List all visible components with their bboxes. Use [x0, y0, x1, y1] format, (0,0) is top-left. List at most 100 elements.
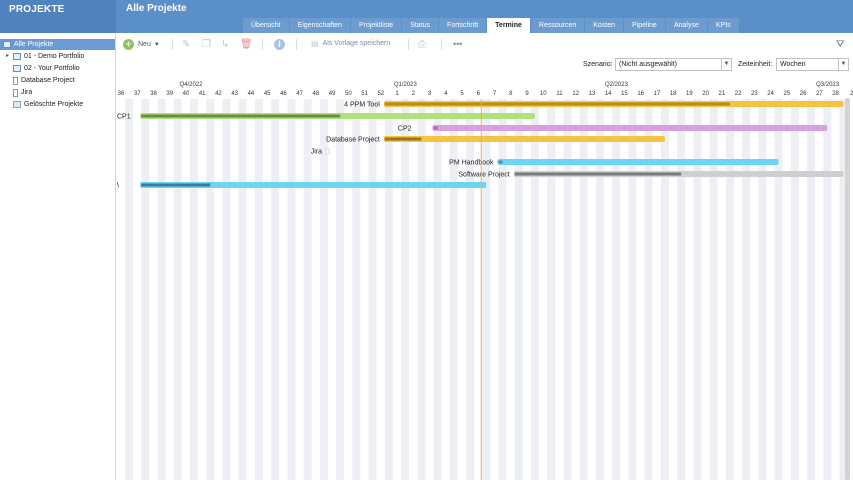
week-label: 3: [428, 91, 432, 97]
week-column: [628, 99, 637, 480]
scenario-select[interactable]: (Nicht ausgewählt) ▼: [615, 58, 732, 71]
recycle-bin-icon: [13, 101, 21, 108]
tab-ressourcen[interactable]: Ressourcen: [530, 18, 585, 33]
week-column: [742, 99, 751, 480]
move-icon[interactable]: ↳: [221, 39, 230, 50]
tab--bersicht[interactable]: Übersicht: [243, 18, 289, 33]
week-label: 36: [118, 91, 125, 97]
week-column: [189, 99, 198, 480]
edit-icon[interactable]: ✎: [182, 39, 191, 50]
week-label: 2: [412, 91, 416, 97]
chevron-down-icon: ▼: [721, 59, 731, 70]
progress-bar: [141, 114, 341, 118]
week-column: [498, 99, 507, 480]
week-label: 24: [767, 91, 774, 97]
tab-kosten[interactable]: Kosten: [585, 18, 624, 33]
info-button[interactable]: i: [274, 39, 285, 50]
project-bar: [497, 159, 779, 165]
week-label: 47: [296, 91, 303, 97]
tree-item-label: Alle Projekte: [14, 41, 54, 48]
week-column: [319, 99, 328, 480]
tree-item-alle-projekte[interactable]: Alle Projekte: [0, 39, 115, 50]
tab-eigenschaften[interactable]: Eigenschaften: [289, 18, 350, 33]
project-bar: [432, 125, 828, 131]
week-column: [482, 99, 491, 480]
project-label: \: [117, 183, 119, 190]
week-label: 1: [395, 91, 399, 97]
time-unit-label: Zeiteinheit:: [738, 61, 773, 68]
week-label: 22: [735, 91, 742, 97]
week-label: 38: [150, 91, 157, 97]
week-column: [254, 99, 263, 480]
toolbar-divider: [408, 39, 409, 50]
week-label: 5: [460, 91, 464, 97]
week-column: [287, 99, 296, 480]
week-label: 10: [540, 91, 547, 97]
project-label: Database Project: [326, 137, 380, 144]
tree-item-jira[interactable]: Jira: [13, 87, 32, 98]
tab-status[interactable]: Status: [402, 18, 439, 33]
document-icon: [13, 88, 18, 97]
scenario-value: (Nicht ausgewählt): [619, 61, 677, 68]
time-unit-select[interactable]: Wochen ▼: [776, 58, 849, 71]
tree-item-database-project[interactable]: Database Project: [13, 75, 75, 86]
quarter-label: Q3/2023: [816, 82, 840, 88]
week-label: 52: [377, 91, 384, 97]
week-label: 41: [199, 91, 206, 97]
week-label: 25: [783, 91, 790, 97]
expand-arrow-icon[interactable]: ▸: [6, 53, 10, 59]
tab-analyse[interactable]: Analyse: [665, 18, 707, 33]
tree-item-label: Database Project: [21, 77, 75, 84]
tab-pipeline[interactable]: Pipeline: [624, 18, 665, 33]
week-label: 7: [493, 91, 497, 97]
copy-icon[interactable]: ❐: [202, 39, 211, 50]
chevron-down-icon: ▼: [838, 59, 848, 70]
week-column: [352, 99, 361, 480]
progress-bar: [433, 126, 438, 130]
toolbar-divider: [172, 39, 173, 50]
week-column: [579, 99, 588, 480]
info-icon: i: [274, 39, 285, 50]
print-icon[interactable]: ⎙: [418, 39, 426, 50]
tab-termine[interactable]: Termine: [487, 18, 530, 33]
week-column: [384, 99, 393, 480]
tab-projektliste[interactable]: Projektliste: [350, 18, 402, 33]
tree-item-label: 01 - Demo Portfolio: [24, 53, 85, 60]
week-label: 2: [850, 91, 853, 97]
week-column: [466, 99, 475, 480]
progress-bar: [384, 102, 730, 106]
week-label: 44: [248, 91, 255, 97]
tree-item-demo-portfolio[interactable]: ▸ 01 - Demo Portfolio: [6, 51, 84, 62]
project-label: Jira: [311, 149, 322, 156]
week-column: [660, 99, 669, 480]
toolbar-divider: [262, 39, 263, 50]
new-label: Neu: [138, 41, 151, 48]
week-label: 21: [719, 91, 726, 97]
delete-icon[interactable]: 🗑: [240, 39, 253, 50]
more-icon[interactable]: •••: [453, 39, 463, 49]
save-as-template-button[interactable]: ▤ Als Vorlage speichern: [311, 39, 390, 48]
milestone-marker: [325, 148, 330, 155]
week-label: 12: [572, 91, 579, 97]
week-column: [173, 99, 182, 480]
week-column: [563, 99, 572, 480]
week-label: 42: [215, 91, 222, 97]
new-button[interactable]: + Neu ▼: [123, 39, 160, 50]
tree-item-geloeschte-projekte[interactable]: Gelöschte Projekte: [13, 99, 83, 110]
week-column: [141, 99, 150, 480]
week-column: [238, 99, 247, 480]
vertical-scrollbar[interactable]: [845, 98, 850, 480]
scenario-label: Szenario:: [583, 61, 613, 68]
week-column: [303, 99, 312, 480]
progress-bar: [498, 160, 503, 164]
tree-item-your-portfolio[interactable]: 02 - Your Portfolio: [13, 63, 80, 74]
filter-icon[interactable]: ⛛: [836, 39, 845, 50]
week-column: [644, 99, 653, 480]
tab-fortschritt[interactable]: Fortschritt: [439, 18, 487, 33]
progress-bar: [514, 172, 682, 176]
week-label: 16: [637, 91, 644, 97]
tab-kpis[interactable]: KPIs: [707, 18, 739, 33]
week-label: 14: [605, 91, 612, 97]
week-label: 20: [702, 91, 709, 97]
